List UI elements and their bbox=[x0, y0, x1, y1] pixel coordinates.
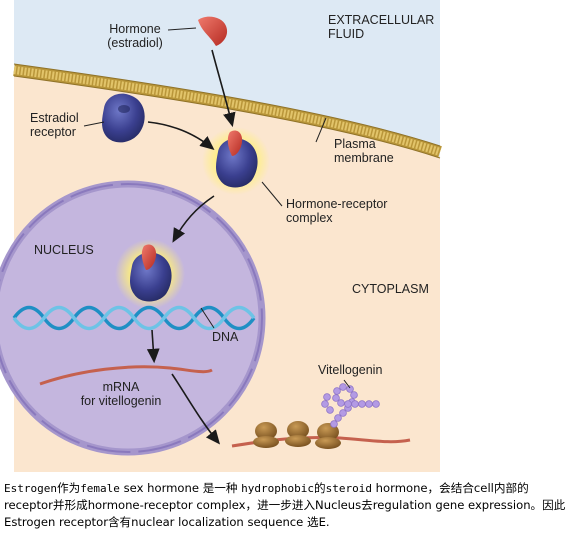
nucleus bbox=[0, 180, 266, 456]
caption-part-4: sex hormone 是一种 bbox=[119, 481, 242, 495]
cytoplasm-label: CYTOPLASM bbox=[352, 282, 429, 296]
extracellular-label-line1: EXTRACELLULAR bbox=[328, 13, 435, 27]
mrna-label: mRNA for vitellogenin bbox=[66, 380, 176, 408]
dna-helix bbox=[12, 305, 256, 331]
extracellular-fluid-label: EXTRACELLULAR FLUID bbox=[328, 13, 434, 41]
vitellogenin-protein bbox=[321, 383, 380, 428]
hormone-receptor-complex-cytoplasm bbox=[202, 127, 270, 195]
vitellogenin-label: Vitellogenin bbox=[318, 363, 383, 377]
hormone-signaling-diagram: Hormone (estradiol) EXTRACELLULAR FLUID … bbox=[0, 0, 442, 472]
caption-part-5: hydrophobic bbox=[241, 482, 315, 495]
hormone-receptor-complex-label: Hormone-receptor complex bbox=[286, 197, 387, 225]
mrna-label-line2: for vitellogenin bbox=[80, 394, 162, 408]
process-arrows bbox=[146, 49, 236, 445]
leader-lines bbox=[83, 27, 351, 389]
caption-part-3: female bbox=[80, 482, 120, 495]
estradiol-hormone bbox=[198, 16, 228, 46]
mrna-label-line1: mRNA bbox=[102, 380, 140, 394]
ribosomes bbox=[253, 421, 341, 449]
plasma-membrane-label-line2: membrane bbox=[334, 151, 394, 165]
hormone-label-line2: (estradiol) bbox=[107, 36, 163, 50]
plasma-membrane-label-line1: Plasma bbox=[334, 137, 376, 151]
caption-part-2: 作为 bbox=[56, 481, 81, 495]
hormone-receptor-complex-nucleus bbox=[115, 239, 185, 309]
plasma-membrane bbox=[13, 63, 442, 159]
hormone-label-line1: Hormone bbox=[109, 22, 161, 36]
caption-text: Estrogen作为female sex hormone 是一种 hydroph… bbox=[4, 480, 566, 531]
estradiol-receptor-label: Estradiol receptor bbox=[30, 111, 79, 139]
dna-label: DNA bbox=[212, 330, 239, 344]
caption-part-6: 的 bbox=[314, 481, 326, 495]
complex-label-line2: complex bbox=[286, 211, 333, 225]
estradiol-receptor-label-line2: receptor bbox=[30, 125, 76, 139]
complex-label-line1: Hormone-receptor bbox=[286, 197, 388, 211]
mrna-strand-nucleus bbox=[39, 365, 213, 386]
caption-part-7: steroid bbox=[325, 482, 372, 495]
diagram-canvas bbox=[0, 0, 442, 472]
caption-part-1: Estrogen bbox=[4, 482, 57, 495]
estradiol-receptor-label-line1: Estradiol bbox=[30, 111, 79, 125]
nucleus-label: NUCLEUS bbox=[34, 243, 94, 257]
extracellular-label-line2: FLUID bbox=[328, 27, 365, 41]
hormone-label: Hormone (estradiol) bbox=[100, 22, 170, 50]
plasma-membrane-label: Plasma membrane bbox=[334, 137, 394, 165]
caption-part-8: hormone，会结合cell内部的receptor并形成hormone-rec… bbox=[4, 481, 566, 529]
estradiol-receptor-shape bbox=[102, 93, 145, 143]
